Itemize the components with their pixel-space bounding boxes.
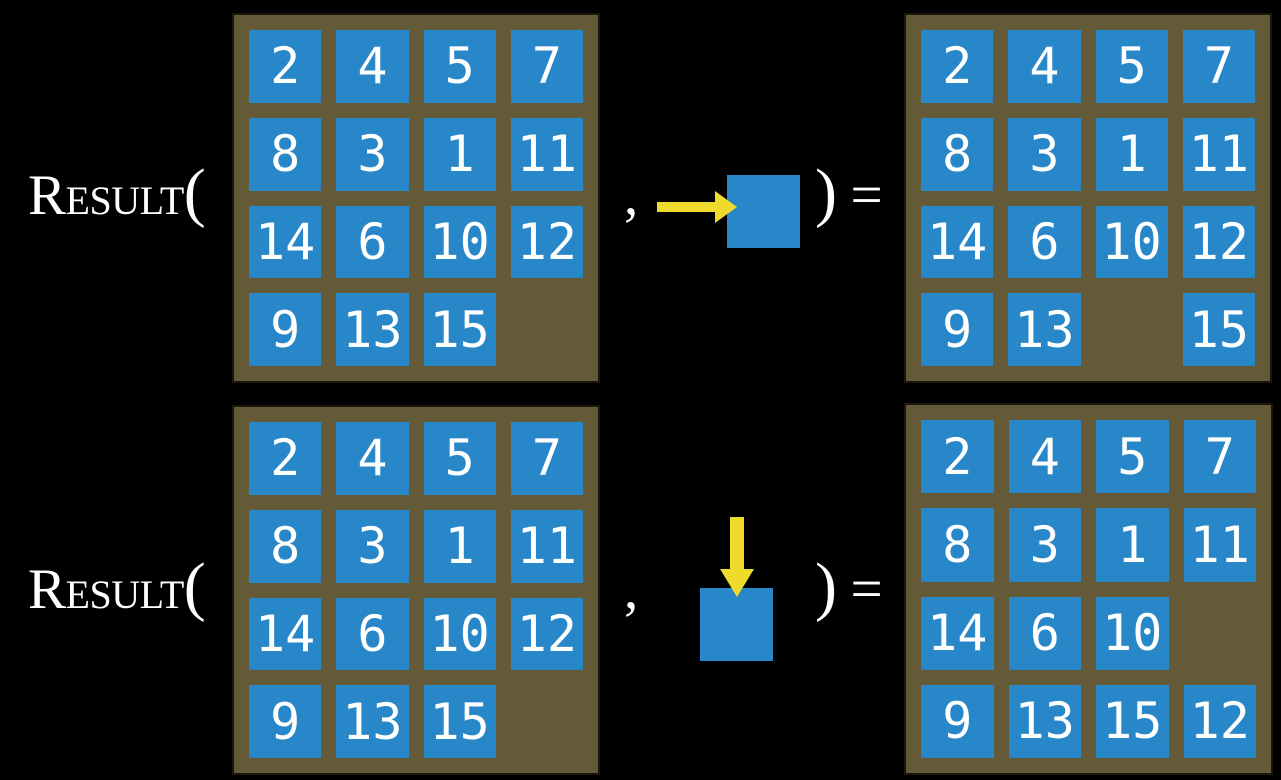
comma-separator: ,: [624, 164, 638, 227]
tile-3: 3: [1008, 117, 1081, 191]
action-tile-right: [727, 175, 800, 248]
tile-13: 13: [336, 293, 409, 366]
tile-3: 3: [1008, 508, 1081, 582]
tile-4: 4: [1008, 30, 1081, 103]
result-function-label: Result(: [28, 554, 206, 621]
tile-13: 13: [336, 685, 409, 758]
tile-14: 14: [249, 597, 322, 671]
arrow-down-icon: [720, 517, 754, 597]
tile-7: 7: [510, 30, 583, 103]
tile-6: 6: [1008, 205, 1081, 279]
close-paren: ): [815, 550, 837, 623]
close-equals-label: )=: [815, 160, 883, 227]
tile-9: 9: [921, 293, 994, 366]
tile-4: 4: [336, 422, 409, 495]
tile-12: 12: [1183, 684, 1256, 758]
tile-12: 12: [1182, 205, 1255, 279]
tile-8: 8: [249, 117, 322, 191]
tile-11: 11: [510, 509, 583, 583]
tile-13: 13: [1008, 684, 1081, 758]
tile-2: 2: [921, 30, 994, 103]
tile-1: 1: [1096, 508, 1169, 582]
tile-6: 6: [336, 205, 409, 279]
tile-6: 6: [336, 597, 409, 671]
tile-10: 10: [423, 205, 496, 279]
close-equals-label: )=: [815, 554, 883, 621]
tile-15: 15: [1182, 293, 1255, 366]
arrow-right-icon: [657, 191, 737, 223]
tile-5: 5: [423, 30, 496, 103]
tile-2: 2: [921, 420, 994, 494]
tile-10: 10: [423, 597, 496, 671]
empty-cell: [1184, 597, 1257, 670]
comma-separator: ,: [624, 558, 638, 621]
tile-12: 12: [510, 597, 583, 671]
tile-9: 9: [921, 684, 994, 758]
empty-cell: [511, 293, 583, 366]
tile-5: 5: [1096, 420, 1169, 494]
tile-15: 15: [1096, 684, 1169, 758]
tile-8: 8: [249, 509, 322, 583]
tile-1: 1: [423, 509, 496, 583]
empty-cell: [511, 685, 583, 758]
tile-10: 10: [1095, 205, 1168, 279]
tile-8: 8: [921, 117, 994, 191]
tile-15: 15: [423, 293, 496, 366]
tile-1: 1: [1095, 117, 1168, 191]
equals-sign: =: [850, 164, 883, 227]
tile-13: 13: [1008, 293, 1081, 366]
function-name: Result: [28, 164, 184, 227]
result-function-label: Result(: [28, 160, 206, 227]
tile-14: 14: [921, 205, 994, 279]
open-paren: (: [183, 156, 206, 229]
tile-3: 3: [336, 509, 409, 583]
equals-sign: =: [850, 558, 883, 621]
open-paren: (: [183, 550, 206, 623]
tile-7: 7: [1183, 420, 1256, 494]
tile-9: 9: [249, 685, 322, 758]
tile-4: 4: [1008, 420, 1081, 494]
action-tile-down: [700, 588, 773, 661]
tile-8: 8: [921, 508, 994, 582]
tile-4: 4: [336, 30, 409, 103]
close-paren: ): [815, 156, 837, 229]
tile-11: 11: [1182, 117, 1255, 191]
tile-12: 12: [510, 205, 583, 279]
tile-15: 15: [423, 685, 496, 758]
tile-10: 10: [1096, 596, 1169, 670]
tile-11: 11: [510, 117, 583, 191]
tile-7: 7: [510, 422, 583, 495]
tile-6: 6: [1008, 596, 1081, 670]
tile-1: 1: [423, 117, 496, 191]
tile-5: 5: [423, 422, 496, 495]
tile-2: 2: [249, 422, 322, 495]
tile-11: 11: [1183, 508, 1256, 582]
tile-9: 9: [249, 293, 322, 366]
tile-2: 2: [249, 30, 322, 103]
tile-3: 3: [336, 117, 409, 191]
tile-14: 14: [921, 596, 994, 670]
tile-7: 7: [1182, 30, 1255, 103]
empty-cell: [1096, 293, 1168, 366]
tile-14: 14: [249, 205, 322, 279]
tile-5: 5: [1095, 30, 1168, 103]
function-name: Result: [28, 558, 184, 621]
